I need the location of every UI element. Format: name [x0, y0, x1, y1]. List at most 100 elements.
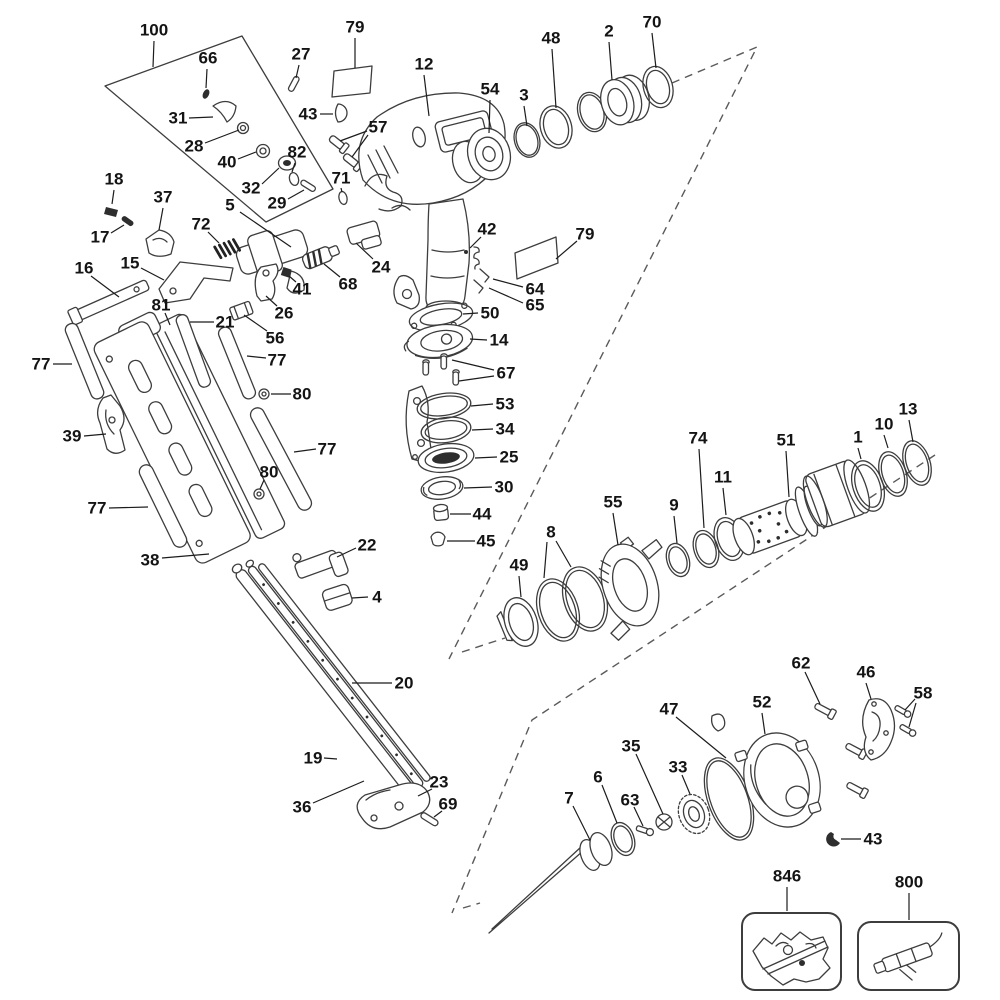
part-number: 2 — [604, 22, 613, 41]
leader-line — [470, 403, 494, 407]
part-number: 31 — [169, 109, 188, 128]
part-45-cap — [430, 531, 446, 547]
part-53-oring — [416, 392, 472, 420]
part-41-block — [280, 266, 292, 278]
part-number: 77 — [268, 351, 287, 370]
leader-line — [722, 487, 727, 516]
leader-line — [651, 32, 657, 69]
part-number: 80 — [260, 463, 279, 482]
callout-54: 54 — [481, 80, 500, 134]
callout-68: 68 — [323, 263, 357, 294]
part-number: 18 — [105, 170, 124, 189]
callout-20: 20 — [352, 674, 413, 693]
callout-11: 11 — [714, 468, 732, 516]
leader-line — [804, 671, 821, 705]
callout-39: 39 — [63, 427, 107, 446]
leader-line — [612, 512, 619, 546]
part-number: 28 — [185, 137, 204, 156]
part-66-pin — [202, 89, 210, 99]
callout-70: 70 — [643, 13, 661, 69]
callout-32: 32 — [242, 167, 280, 198]
leader-line — [463, 486, 493, 489]
part-number: 48 — [542, 29, 561, 48]
leader-line — [785, 450, 790, 498]
leader-line — [471, 428, 494, 431]
part-number: 37 — [154, 188, 173, 207]
leader-line — [469, 236, 482, 249]
piston-cylinder-group — [496, 440, 932, 647]
rear-cap-group — [488, 698, 917, 934]
callout-37: 37 — [154, 188, 173, 231]
part-9-oring — [665, 542, 691, 578]
callout-55: 55 — [604, 493, 622, 546]
callout-27: 27 — [292, 45, 311, 79]
part-number: 57 — [369, 118, 388, 137]
leader-line — [673, 515, 678, 544]
callout-26: 26 — [265, 295, 293, 323]
leader-line — [904, 698, 916, 711]
callout-1: 1 — [853, 428, 863, 460]
callout-79b: 79 — [555, 225, 594, 260]
part-number: 38 — [141, 551, 160, 570]
callout-40: 40 — [218, 151, 257, 172]
part-14-cap — [403, 323, 474, 360]
part-13-oring — [902, 440, 932, 486]
part-number: 30 — [495, 478, 514, 497]
callout-2: 2 — [604, 22, 614, 81]
part-44-bushing — [432, 503, 450, 522]
part-16-bar — [67, 279, 150, 326]
part-64-pin — [479, 268, 490, 283]
callout-48: 48 — [542, 29, 561, 109]
callout-33: 33 — [669, 758, 691, 795]
part-37-bracket — [145, 229, 175, 257]
callout-72: 72 — [192, 215, 220, 244]
leader-line — [865, 682, 872, 700]
callout-5: 5 — [225, 196, 292, 248]
callout-46: 46 — [857, 663, 875, 700]
part-number: 27 — [292, 45, 311, 64]
part-23-foot — [356, 782, 431, 830]
callout-28: 28 — [185, 129, 240, 156]
part-47-gasket — [703, 713, 755, 841]
part-number: 11 — [714, 468, 732, 487]
leader-line — [239, 211, 292, 248]
part-54-cap — [466, 127, 512, 181]
part-number: 43 — [299, 105, 318, 124]
callout-77b: 77 — [246, 351, 287, 370]
leader-line — [355, 242, 374, 260]
callout-3: 3 — [519, 86, 529, 127]
callout-67: 67 — [451, 359, 516, 383]
part-number: 45 — [477, 532, 496, 551]
part-number: 36 — [293, 798, 312, 817]
callout-77a: 77 — [32, 355, 72, 374]
leader-line — [883, 434, 889, 449]
callout-43a: 43 — [299, 105, 333, 124]
callout-53: 53 — [470, 395, 514, 414]
leader-line — [908, 702, 917, 728]
part-80-nut-a — [258, 388, 270, 400]
part-67-pins — [422, 353, 460, 386]
part-number: 47 — [660, 700, 679, 719]
part-49-clamp — [496, 597, 539, 647]
callout-65: 65 — [488, 287, 544, 315]
part-bolt-low — [846, 781, 869, 799]
part-number: 846 — [773, 867, 801, 886]
callout-43b: 43 — [841, 830, 882, 849]
part-number: 21 — [216, 313, 235, 332]
leader-line — [351, 596, 369, 599]
part-number: 43 — [864, 830, 883, 849]
leader-line — [204, 129, 240, 144]
callout-800: 800 — [895, 873, 923, 920]
leader-line — [523, 105, 528, 127]
leader-line — [295, 64, 300, 79]
part-number: 39 — [63, 427, 82, 446]
part-19-20-rails — [231, 559, 431, 796]
leader-line — [323, 757, 338, 760]
part-8-ring-a — [535, 578, 581, 642]
part-number: 49 — [510, 556, 529, 575]
callout-77d: 77 — [88, 499, 149, 518]
part-number: 23 — [430, 773, 449, 792]
part-number: 67 — [497, 364, 516, 383]
part-58-screws — [894, 704, 917, 737]
